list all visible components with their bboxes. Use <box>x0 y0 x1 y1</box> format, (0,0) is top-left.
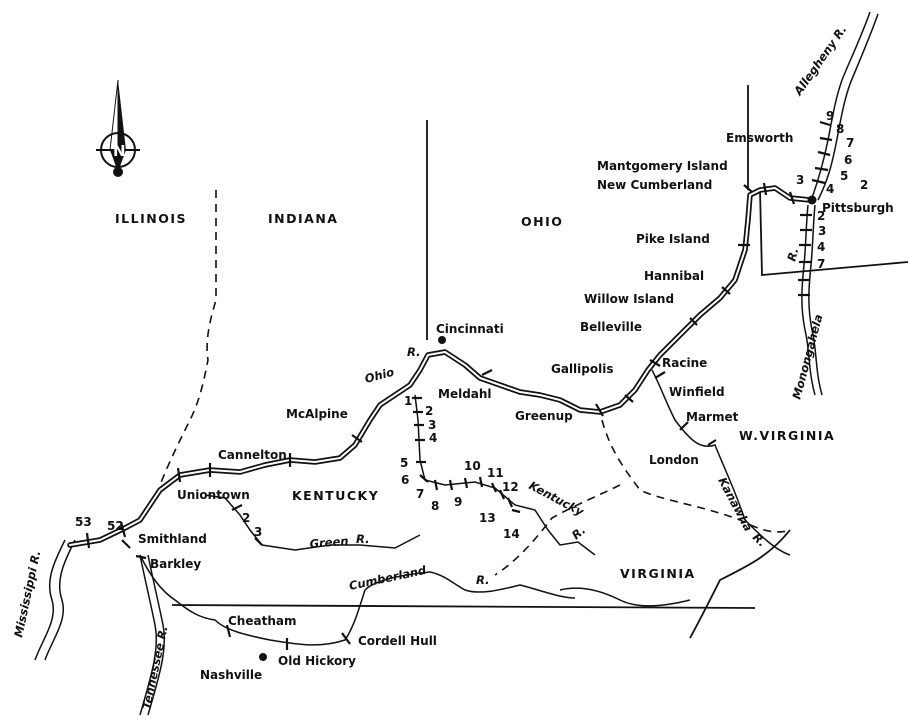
lock-label-cannelton: Cannelton <box>218 448 287 462</box>
state-boundaries <box>159 85 908 639</box>
north-arrow: N <box>96 79 140 177</box>
allegheny-lock-6: 6 <box>844 153 852 167</box>
green-lock-2: 2 <box>242 511 250 525</box>
green-river <box>204 494 421 551</box>
kentucky-lock-5: 5 <box>400 456 408 470</box>
lock-label-hannibal: Hannibal <box>644 269 704 283</box>
lock-label-marmet: Marmet <box>686 410 739 424</box>
kentucky-lock-3: 3 <box>428 418 436 432</box>
lock-label-greenup: Greenup <box>515 409 573 423</box>
cincinnati-dot <box>438 336 446 344</box>
allegheny-lock-7: 7 <box>846 136 854 150</box>
kentucky-lock-7: 7 <box>416 487 424 501</box>
kentucky-lock-4: 4 <box>429 431 437 445</box>
city-label-nashville: Nashville <box>200 668 262 682</box>
state-label-illinois: ILLINOIS <box>115 211 187 226</box>
lock-label-barkley: Barkley <box>150 557 201 571</box>
kentucky-lock-6: 6 <box>401 473 409 487</box>
state-label-kentucky: KENTUCKY <box>292 488 379 503</box>
lock-label-winfield: Winfield <box>669 385 725 399</box>
monongahela-lock-2: 2 <box>817 209 825 223</box>
kentucky-lock-1: 1 <box>404 394 412 408</box>
nashville-dot <box>259 653 267 661</box>
state-label-indiana: INDIANA <box>268 211 338 226</box>
kentucky-lock-9: 9 <box>454 495 462 509</box>
river-label-kanawha-r: R. <box>750 530 769 549</box>
city-label-pittsburgh: Pittsburgh <box>822 201 894 215</box>
ohio-lock-53: 53 <box>75 515 92 529</box>
lock-label-mcalpine: McAlpine <box>286 407 348 421</box>
illinois-indiana-boundary <box>159 190 217 486</box>
river-label-kentucky-r: R. <box>569 523 588 542</box>
state-label-virginia: VIRGINIA <box>620 566 696 581</box>
allegheny-lock-8: 8 <box>836 122 844 136</box>
kentucky-lock-12: 12 <box>502 480 519 494</box>
lock-label-cheatham: Cheatham <box>228 614 296 628</box>
state-label-ohio: OHIO <box>521 214 563 229</box>
kentucky-lock-11: 11 <box>487 466 504 480</box>
compass-letter: N <box>113 142 126 160</box>
lock-label-london: London <box>649 453 699 467</box>
river-label-kanawha: Kanawha <box>715 475 755 534</box>
lock-label-cordell-hull: Cordell Hull <box>358 634 437 648</box>
allegheny-lock-3: 3 <box>796 173 804 187</box>
city-label-cincinnati: Cincinnati <box>436 322 504 336</box>
green-lock-3: 3 <box>254 525 262 539</box>
state-label-west-virginia: W.VIRGINIA <box>739 428 835 443</box>
river-label-kentucky: Kentucky <box>527 478 587 519</box>
river-label-ohio-r: R. <box>407 345 420 359</box>
ohio-lock-52: 52 <box>107 519 124 533</box>
lock-label-willow-island: Willow Island <box>584 292 674 306</box>
ky-tn-boundary <box>171 604 756 609</box>
allegheny-lock-2: 2 <box>860 178 868 192</box>
river-label-monongahela-r: R. <box>784 246 801 263</box>
cumberland-river <box>139 554 576 646</box>
lock-label-old-hickory: Old Hickory <box>278 654 356 668</box>
river-label-green-r: R. <box>356 532 369 546</box>
pa-wv-boundary <box>759 189 908 276</box>
monongahela-lock-7: 7 <box>817 257 825 271</box>
lock-label-smithland: Smithland <box>138 532 207 546</box>
lock-label-pike-island: Pike Island <box>636 232 710 246</box>
river-label-ohio: Ohio <box>363 365 396 386</box>
lock-label-gallipolis: Gallipolis <box>551 362 614 376</box>
lock-ticks <box>85 120 833 650</box>
pittsburgh-dot <box>807 195 817 205</box>
kentucky-lock-14: 14 <box>503 527 520 541</box>
river-label-cumberland-r: R. <box>476 573 489 587</box>
monongahela-lock-3: 3 <box>818 224 826 238</box>
lock-label-emsworth: Emsworth <box>726 131 793 145</box>
allegheny-lock-4: 4 <box>826 182 834 196</box>
river-label-mississippi: Mississippi R. <box>11 549 43 638</box>
lock-label-belleville: Belleville <box>580 320 642 334</box>
river-label-allegheny: Allegheny R. <box>790 23 849 99</box>
river-label-green: Green <box>309 534 349 551</box>
river-label-cumberland: Cumberland <box>348 563 428 593</box>
kentucky-lock-10: 10 <box>464 459 481 473</box>
ky-va-boundary <box>494 484 621 576</box>
kentucky-lock-13: 13 <box>479 511 496 525</box>
tennessee-river <box>139 554 158 716</box>
allegheny-lock-5: 5 <box>840 169 848 183</box>
rivers <box>34 11 879 716</box>
mississippi-river <box>34 539 66 661</box>
lock-label-uniontown: Uniontown <box>177 488 250 502</box>
kentucky-lock-2: 2 <box>425 404 433 418</box>
lock-label-montgomery-island: Mantgomery Island <box>597 159 728 173</box>
lock-label-new-cumberland: New Cumberland <box>597 178 712 192</box>
ohio-river <box>67 185 813 548</box>
lock-label-meldahl: Meldahl <box>438 387 492 401</box>
kentucky-lock-8: 8 <box>431 499 439 513</box>
lock-label-racine: Racine <box>662 356 707 370</box>
ky-wv-boundary <box>601 419 791 533</box>
allegheny-lock-9: 9 <box>826 109 834 123</box>
wv-va-boundary <box>689 529 791 639</box>
river-label-tennessee: Tennessee R. <box>139 624 170 710</box>
allegheny-river <box>811 11 871 199</box>
monongahela-river <box>801 204 816 396</box>
monongahela-lock-4: 4 <box>817 240 825 254</box>
kanawha-river <box>651 369 791 556</box>
